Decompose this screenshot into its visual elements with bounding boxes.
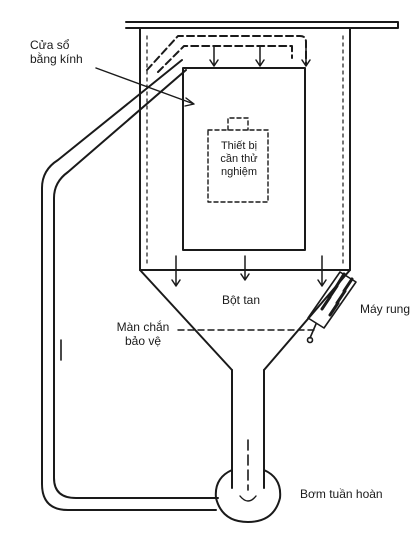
powder-arrow-left <box>171 255 181 287</box>
test-equipment-label: Thiết bị cần thử nghiệm <box>220 140 258 178</box>
distribution-duct-outer <box>146 35 307 71</box>
return-pipe-outer <box>41 59 217 511</box>
duct-arrow-left <box>209 45 219 67</box>
powder-arrow-right <box>317 255 327 287</box>
duct-arrow-center <box>255 45 265 67</box>
protective-screen-label: Màn chắn bảo vệ <box>116 320 170 348</box>
test-equipment-box <box>207 129 269 203</box>
hopper-left-side <box>139 269 233 371</box>
distribution-duct-inner <box>157 45 293 73</box>
pump-rotor <box>239 495 257 502</box>
dissolved-powder-label: Bột tan <box>222 293 261 307</box>
circulation-pump-housing <box>214 469 282 523</box>
chamber-top-plate <box>125 21 399 29</box>
powder-arrow-center <box>240 255 250 281</box>
glass-window-pointer <box>95 67 195 107</box>
vibrator-device <box>306 271 357 344</box>
vibrator-label: Máy rung <box>360 302 411 316</box>
duct-arrow-right <box>301 45 311 67</box>
glass-window-frame <box>182 67 306 251</box>
test-equipment-handle <box>227 117 249 131</box>
circulation-pump-label: Bơm tuần hoàn <box>300 487 383 501</box>
glass-window-label: Cửa sổ bằng kính <box>30 38 83 66</box>
return-pipe-inner <box>53 69 219 499</box>
